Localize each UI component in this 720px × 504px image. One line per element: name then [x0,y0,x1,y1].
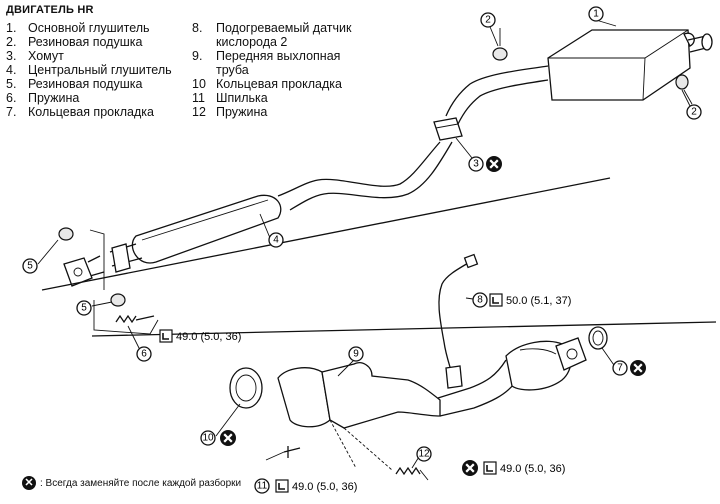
gasket-7 [588,326,608,350]
svg-text:5: 5 [81,303,87,314]
center-muffler [131,194,282,264]
oxygen-sensor [438,253,479,389]
callout-8: 8 [472,292,488,308]
svg-text:7: 7 [617,363,623,374]
rubber-mount-lower [110,293,126,307]
torque-spec-6: 49.0 (5.0, 36) [176,331,241,343]
torque-wrench-icon [159,329,173,343]
svg-text:3: 3 [473,159,479,170]
spring-12 [395,466,421,476]
svg-text:9: 9 [353,349,359,360]
callout-6: 6 [136,346,152,362]
svg-text:8: 8 [477,295,483,306]
callout-2-top: 2 [480,12,496,28]
rubber-mount-front [58,227,74,241]
replace-x-icon [218,428,238,448]
replace-x-icon [460,458,480,478]
legend-left: 1.Основной глушитель 2.Резиновая подушка… [6,21,172,119]
legend-item: 8.Подогреваемый датчик [192,21,352,35]
legend-item: кислорода 2 [216,35,288,49]
front-exhaust-pipe [277,337,587,429]
torque-wrench-icon [483,461,497,475]
rubber-mount-top [492,47,508,61]
svg-text:12: 12 [418,449,430,460]
legend-item: 9.Передняя выхлопная [192,49,341,63]
torque-spec-8: 50.0 (5.1, 37) [506,295,571,307]
svg-text:6: 6 [141,349,147,360]
replace-x-icon [484,154,504,174]
legend-item: труба [216,63,249,77]
torque-spec-12: 49.0 (5.0, 36) [500,463,565,475]
callout-4: 4 [268,232,284,248]
legend-item: 3.Хомут [6,49,64,63]
callout-5-lower: 5 [76,300,92,316]
replacement-note: ✕ : Всегда заменяйте после каждой разбор… [22,476,241,490]
svg-text:4: 4 [273,235,279,246]
legend-item: 2.Резиновая подушка [6,35,143,49]
stud-11 [283,446,301,458]
torque-spec-11: 49.0 (5.0, 36) [292,481,357,493]
callout-12: 12 [416,446,432,462]
callout-1: 1 [588,6,604,22]
callout-10: 10 [200,430,216,446]
callout-11: 11 [254,478,270,494]
rubber-mount-right [675,74,689,90]
legend-item: 1.Основной глушитель [6,21,150,35]
callout-3: 3 [468,156,484,172]
main-muffler [547,29,713,101]
legend-right: 8.Подогреваемый датчик кислорода 2 9.Пер… [192,21,351,119]
callout-5-upper: 5 [22,258,38,274]
torque-wrench-icon [489,293,503,307]
svg-text:5: 5 [27,261,33,272]
gasket-10 [229,367,263,409]
torque-wrench-icon [275,479,289,493]
legend-item: 7.Кольцевая прокладка [6,105,154,119]
spring-6 [115,314,137,324]
replace-x-icon: ✕ [22,476,36,490]
callout-7: 7 [612,360,628,376]
clamp [433,117,463,141]
callout-2-right: 2 [686,104,702,120]
svg-text:11: 11 [257,481,268,492]
legend-item: 6.Пружина [6,91,80,105]
front-flange [63,257,93,287]
note-text: : Всегда заменяйте после каждой разборки [40,477,242,489]
diagram-title: ДВИГАТЕЛЬ HR [6,4,94,16]
callout-9: 9 [348,346,364,362]
svg-text:1: 1 [593,9,599,20]
legend-item: 4.Центральный глушитель [6,63,172,77]
legend-item: 5.Резиновая подушка [6,77,143,91]
svg-text:2: 2 [485,15,491,26]
svg-text:10: 10 [202,433,214,444]
replace-x-icon [628,358,648,378]
svg-text:2: 2 [691,107,697,118]
